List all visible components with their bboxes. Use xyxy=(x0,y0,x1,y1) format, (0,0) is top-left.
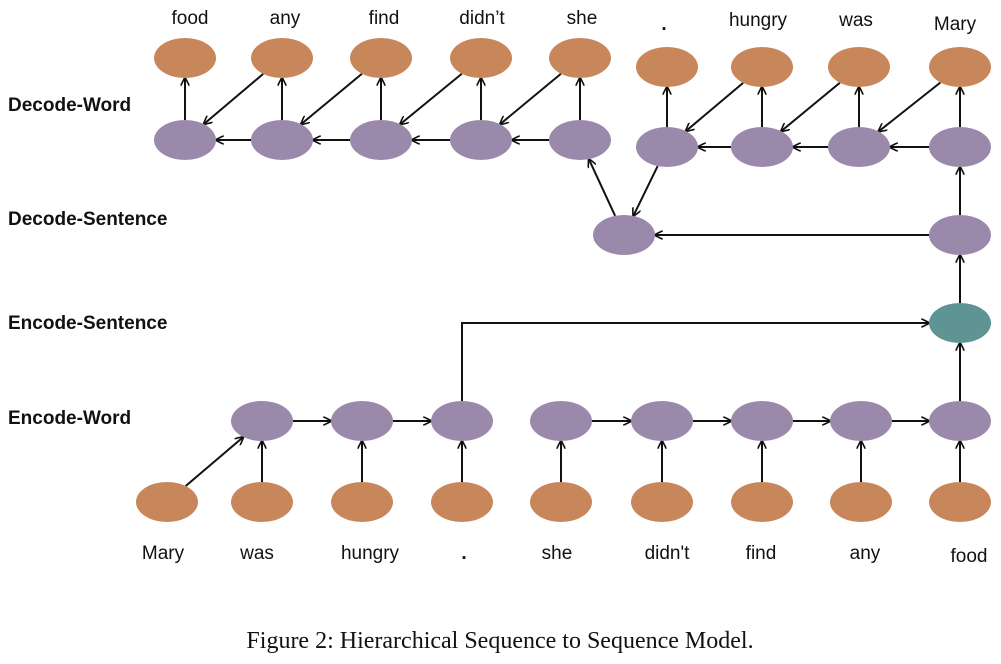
encode-word-node xyxy=(929,401,991,441)
feedback-arrow xyxy=(400,72,463,125)
output-word-label: didn’t xyxy=(459,8,505,29)
decode-sentence-node xyxy=(593,215,655,255)
output-word-node xyxy=(828,47,890,87)
sentence1-to-sentence-encoder-arrow xyxy=(461,323,929,401)
encode-word-node xyxy=(731,401,793,441)
output-word-label: . xyxy=(661,14,666,35)
output-word-label: food xyxy=(172,8,209,29)
decode-word-node xyxy=(450,120,512,160)
input-word-label: didn't xyxy=(645,543,691,564)
row-label-decode-sentence: Decode-Sentence xyxy=(8,209,167,230)
input-word-label: Mary xyxy=(142,543,185,564)
encode-word-node xyxy=(631,401,693,441)
output-word-label: any xyxy=(270,8,301,29)
output-word-node xyxy=(929,47,991,87)
input-word-node xyxy=(431,482,493,522)
feedback-arrow xyxy=(500,73,562,124)
decode-word-node xyxy=(154,120,216,160)
feedback-arrow xyxy=(301,73,363,124)
decode-word-node xyxy=(549,120,611,160)
encode-word-node xyxy=(331,401,393,441)
decode-word-node xyxy=(731,127,793,167)
nodes xyxy=(136,38,991,522)
figure-caption: Figure 2: Hierarchical Sequence to Seque… xyxy=(246,628,753,654)
output-word-label: was xyxy=(838,10,873,31)
feedback-arrow xyxy=(204,73,264,124)
input-word-node xyxy=(631,482,693,522)
input-word-label: she xyxy=(542,543,573,564)
input-word-label: any xyxy=(850,543,881,564)
output-word-label: find xyxy=(369,8,400,29)
output-word-label: hungry xyxy=(729,10,788,31)
input-word-label: hungry xyxy=(341,543,400,564)
input-word-node xyxy=(731,482,793,522)
decode-word-to-sentence-arrow xyxy=(633,165,659,216)
decode-word-node xyxy=(636,127,698,167)
decode-word-node xyxy=(828,127,890,167)
decode-word-node xyxy=(251,120,313,160)
input-word-label: find xyxy=(746,543,777,564)
edges xyxy=(185,72,960,487)
input-word-label: was xyxy=(239,543,274,564)
row-label-encode-word: Encode-Word xyxy=(8,408,131,429)
feedback-arrow xyxy=(879,81,942,132)
output-word-label: she xyxy=(567,8,598,29)
feedback-arrow xyxy=(686,82,744,131)
row-label-encode-sentence: Encode-Sentence xyxy=(8,313,167,334)
output-word-node xyxy=(731,47,793,87)
encode-word-node xyxy=(830,401,892,441)
input-to-hidden-arrow xyxy=(185,437,244,487)
encode-word-node xyxy=(431,401,493,441)
input-word-node xyxy=(331,482,393,522)
output-word-node xyxy=(549,38,611,78)
output-word-node xyxy=(350,38,412,78)
decode-word-node xyxy=(350,120,412,160)
input-word-node xyxy=(929,482,991,522)
output-word-node xyxy=(154,38,216,78)
input-word-node xyxy=(530,482,592,522)
row-label-decode-word: Decode-Word xyxy=(8,95,131,116)
output-word-label: Mary xyxy=(934,14,977,35)
output-word-node xyxy=(251,38,313,78)
input-word-label: . xyxy=(461,543,466,564)
input-word-label: food xyxy=(951,546,988,567)
output-word-node xyxy=(636,47,698,87)
decode-sentence-node xyxy=(929,215,991,255)
output-word-node xyxy=(450,38,512,78)
sentence-to-word-decoder-arrow xyxy=(589,159,617,217)
feedback-arrow xyxy=(781,81,841,131)
word-labels: Mary was hungry . she didn't find any fo… xyxy=(142,8,988,567)
decode-word-node xyxy=(929,127,991,167)
input-word-node xyxy=(830,482,892,522)
encode-word-node xyxy=(231,401,293,441)
input-word-node xyxy=(231,482,293,522)
encode-word-node xyxy=(530,401,592,441)
sentence-vector-node xyxy=(929,303,991,343)
input-word-node xyxy=(136,482,198,522)
